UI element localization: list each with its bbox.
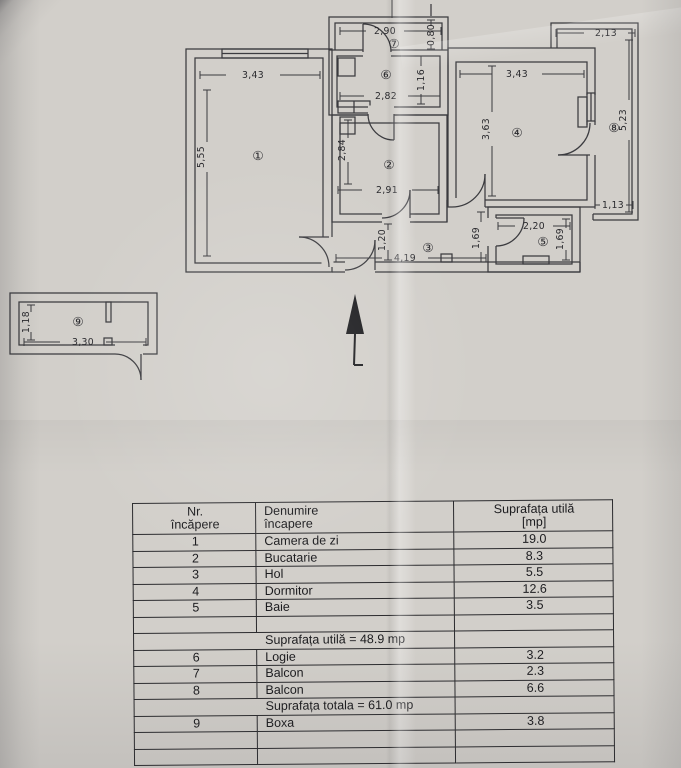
empty-cell (454, 613, 614, 631)
dim-label: 2,20 (523, 221, 545, 232)
cell-name: Balcon (256, 680, 456, 699)
empty-cell (134, 731, 258, 749)
cell-nr: 7 (133, 665, 257, 683)
areas-table: Nr. încăpere Denumire încapere Suprafața… (132, 499, 615, 766)
table-partial-row (134, 745, 615, 766)
cell-area: 8.3 (453, 547, 613, 565)
empty-cell (455, 695, 615, 714)
room-number-3: ③ (422, 240, 433, 255)
empty-cell (256, 614, 455, 633)
dim-label: 3,43 (506, 69, 528, 80)
header-nr-line2: încăpere (170, 517, 220, 532)
room-number-8: ⑧ (608, 120, 619, 135)
floorplan: 3,43 5,55 2,90 0,80 2,82 1,16 2,84 2,91 … (9, 4, 639, 381)
dim-label: 1,16 (416, 69, 427, 91)
table-header-row: Nr. încăpere Denumire încapere Suprafața… (132, 499, 613, 535)
header-suprafata-line2: [mp] (521, 514, 547, 529)
boxa-walls (9, 292, 158, 355)
dim-label: 4,19 (394, 253, 416, 264)
empty-cell (454, 629, 614, 648)
cell-name: Logie (256, 647, 455, 666)
header-suprafata: Suprafața utilă [mp] (453, 499, 613, 532)
dim-label: 1,18 (21, 311, 32, 333)
cell-area: 5.5 (453, 563, 614, 582)
empty-cell (455, 728, 615, 747)
dim-label: 2,90 (374, 26, 396, 37)
cell-name: Boxa (257, 713, 456, 732)
cell-area: 19.0 (453, 530, 613, 549)
cell-nr: 6 (133, 649, 257, 667)
cell-nr: 2 (132, 550, 257, 568)
header-denumire: Denumire încapere (255, 500, 454, 534)
dim-label: 2,13 (595, 28, 617, 39)
cell-area: 12.6 (454, 580, 614, 598)
room-number-4: ④ (511, 125, 522, 140)
cell-name: Baie (256, 597, 455, 617)
cell-nr: 8 (133, 682, 258, 700)
dim-label: 0,80 (426, 24, 437, 46)
dim-label: 1,69 (471, 227, 482, 249)
balcony8-walls (550, 22, 639, 221)
dim-label: 1,69 (555, 228, 566, 250)
cell-area: 3.5 (454, 596, 614, 615)
cell-nr: 3 (133, 566, 257, 584)
doors (114, 23, 591, 381)
cell-area: 2.3 (454, 662, 614, 681)
cell-area: 3.8 (455, 712, 615, 730)
north-arrow (346, 294, 364, 366)
empty-cell (257, 729, 456, 749)
room-number-9: ⑨ (72, 314, 83, 329)
room-number-6: ⑥ (380, 67, 391, 82)
header-denumire-line2: încapere (264, 516, 313, 531)
empty-cell (257, 746, 456, 765)
empty-cell (133, 616, 257, 634)
dim-label: 1,20 (377, 229, 388, 251)
cell-name: Balcon (256, 663, 455, 683)
bedroom-balcony-window (577, 92, 596, 128)
dim-label: 1,13 (602, 200, 624, 211)
dimension-lines (23, 19, 636, 346)
room-number-1: ① (252, 148, 263, 163)
room-number-2: ② (383, 157, 394, 172)
cell-nr: 4 (133, 583, 257, 601)
dim-label: 3,43 (242, 70, 264, 81)
dim-label: 2,84 (337, 139, 348, 161)
header-nr: Nr. încăpere (132, 502, 256, 535)
paper-shade-band (0, 420, 681, 475)
empty-cell (134, 748, 258, 766)
cell-area: 3.2 (454, 646, 614, 664)
balcony7-walls (328, 4, 449, 50)
dim-label: 3,30 (72, 337, 94, 348)
cell-name: Camera de zi (255, 531, 454, 551)
dim-label: 2,82 (375, 91, 397, 102)
room-number-7: ⑦ (388, 36, 399, 51)
cell-nr: 5 (133, 599, 257, 617)
cell-area: 6.6 (454, 679, 615, 697)
cell-name: Hol (256, 564, 455, 584)
empty-cell (455, 745, 615, 763)
cell-name: Dormitor (256, 581, 455, 600)
dim-label: 3,63 (481, 118, 492, 140)
dim-label: 5,23 (618, 109, 629, 131)
dim-label: 2,91 (376, 185, 398, 196)
vestibule-walls (328, 49, 449, 116)
room-number-5: ⑤ (537, 234, 548, 249)
dim-label: 5,55 (196, 146, 207, 168)
cell-name: Bucatarie (255, 548, 454, 567)
cell-nr: 9 (134, 715, 258, 733)
cell-nr: 1 (132, 533, 256, 551)
